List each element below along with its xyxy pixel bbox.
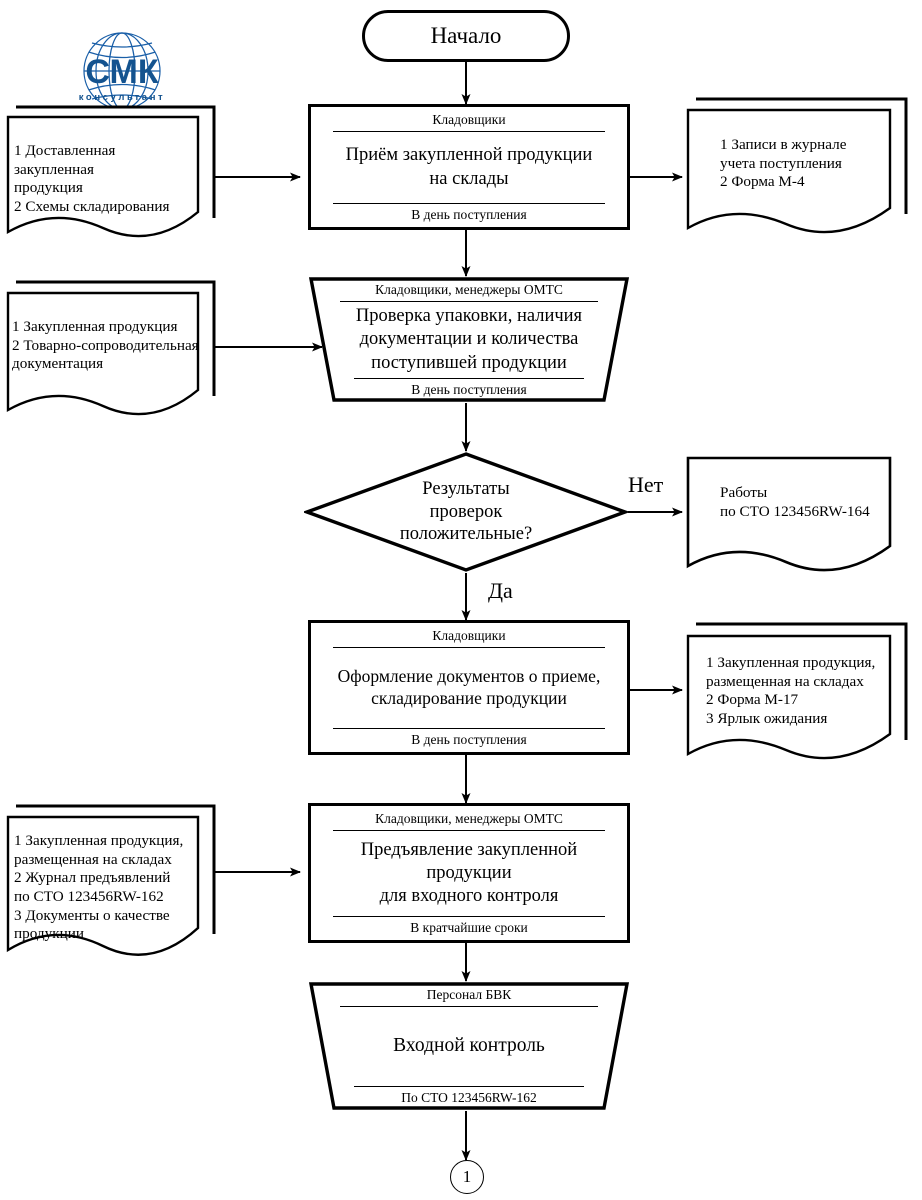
node-process-document-registration-timing: В день поступления	[333, 728, 605, 749]
document-out-journal-records[interactable]: 1 Записи в журнале учета поступления 2 Ф…	[682, 92, 920, 242]
node-process-presentation-action: Предъявление закупленной продукции для в…	[360, 839, 578, 907]
node-check-packaging-timing: В день поступления	[354, 378, 584, 399]
logo-sub-text: консультант	[79, 92, 166, 103]
document-in-purchased-products[interactable]: 1 Закупленная продукция 2 Товарно-сопров…	[2, 276, 228, 426]
node-check-packaging[interactable]: Кладовщики, менеджеры ОМТС Проверка упак…	[308, 276, 630, 403]
node-start-label: Начало	[430, 23, 502, 48]
document-shape	[686, 456, 892, 572]
node-connector-1-label: 1	[462, 1167, 472, 1186]
document-in-presentation-journal-text: 1 Закупленная продукция, размещенная на …	[14, 832, 184, 943]
document-shape	[6, 280, 216, 416]
logo-main-text: СМК	[85, 53, 158, 91]
node-process-receiving[interactable]: Кладовщики Приём закупленной продукции н…	[308, 104, 630, 230]
smk-konsultant-logo: СМК консультант	[50, 30, 195, 112]
node-check-packaging-action: Проверка упаковки, наличия документации …	[355, 306, 583, 373]
node-incoming-inspection-timing: По СТО 123456RW-162	[354, 1086, 584, 1107]
node-process-receiving-timing: В день поступления	[333, 203, 605, 224]
node-decision-results-question: Результаты проверок положительные?	[399, 479, 533, 545]
node-connector-1[interactable]: 1	[450, 1160, 484, 1194]
document-shape	[6, 105, 216, 238]
node-process-receiving-role: Кладовщики	[333, 111, 605, 132]
document-out-works-sto164-text: Работы по СТО 123456RW-164	[720, 484, 870, 520]
branch-label-yes: Да	[488, 578, 513, 603]
document-out-journal-records-text: 1 Записи в журнале учета поступления 2 Ф…	[720, 136, 847, 191]
document-shape	[686, 622, 908, 760]
document-shape	[6, 804, 216, 956]
branch-label-no: Нет	[628, 472, 664, 497]
node-decision-results[interactable]: Результаты проверок положительные?	[302, 451, 630, 573]
node-start[interactable]: Начало	[362, 10, 570, 62]
document-in-delivered-products[interactable]: 1 Доставленная закупленная продукция 2 С…	[2, 100, 228, 245]
node-process-presentation[interactable]: Кладовщики, менеджеры ОМТС Предъявление …	[308, 803, 630, 943]
node-check-packaging-role: Кладовщики, менеджеры ОМТС	[340, 281, 598, 302]
document-in-presentation-journal[interactable]: 1 Закупленная продукция, размещенная на …	[2, 800, 228, 970]
trapezoid-shape	[308, 982, 630, 1110]
node-incoming-inspection-role: Персонал БВК	[340, 986, 598, 1007]
node-process-document-registration-action: Оформление документов о приеме, складиро…	[337, 666, 601, 708]
document-in-delivered-products-text: 1 Доставленная закупленная продукция 2 С…	[14, 142, 170, 216]
node-process-document-registration[interactable]: Кладовщики Оформление документов о прием…	[308, 620, 630, 755]
logo-globe-icon: СМК консультант	[79, 32, 166, 110]
document-out-stored-products[interactable]: 1 Закупленная продукция, размещенная на …	[682, 618, 920, 770]
document-in-purchased-products-text: 1 Закупленная продукция 2 Товарно-сопров…	[12, 318, 199, 373]
trapezoid-shape	[308, 277, 630, 402]
diamond-shape	[302, 452, 630, 572]
document-out-works-sto164[interactable]: Работы по СТО 123456RW-164	[682, 452, 920, 577]
document-shape	[686, 97, 908, 234]
node-process-document-registration-role: Кладовщики	[333, 627, 605, 648]
node-process-presentation-timing: В кратчайшие сроки	[333, 916, 605, 937]
node-incoming-inspection[interactable]: Персонал БВК Входной контроль По СТО 123…	[308, 981, 630, 1111]
node-incoming-inspection-action: Входной контроль	[393, 1035, 545, 1057]
document-out-stored-products-text: 1 Закупленная продукция, размещенная на …	[706, 654, 876, 728]
node-process-receiving-action: Приём закупленной продукции на склады	[345, 145, 593, 189]
node-process-presentation-role: Кладовщики, менеджеры ОМТС	[333, 810, 605, 831]
